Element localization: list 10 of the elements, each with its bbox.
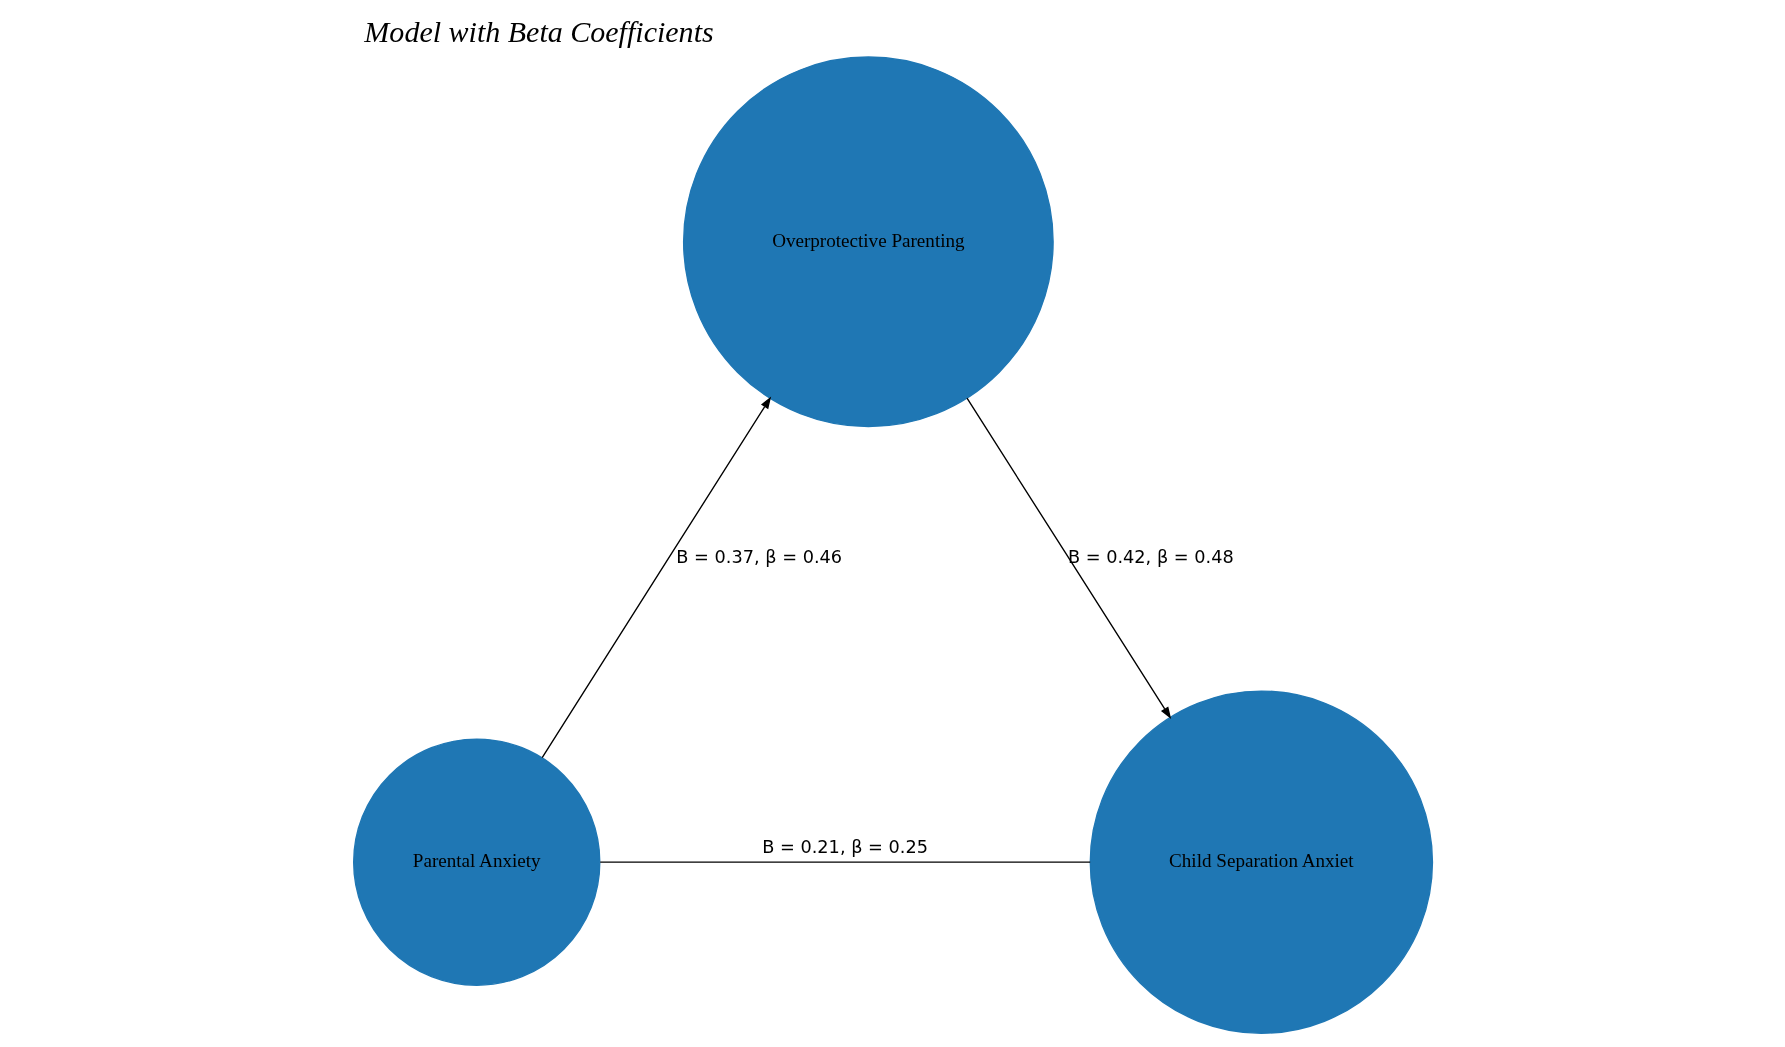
edge-label: B = 0.42, β = 0.48 bbox=[1067, 547, 1234, 568]
node-circle: Parental Anxiety bbox=[352, 738, 600, 986]
diagram-title: Model with Beta Coefficients bbox=[363, 14, 714, 48]
arrow bbox=[965, 397, 1171, 720]
node-circle: Child Separation Anxiet bbox=[1089, 690, 1433, 1034]
connector bbox=[599, 861, 1091, 863]
node-circle: Overprotective Parenting bbox=[682, 56, 1054, 428]
edge-label: B = 0.21, β = 0.25 bbox=[761, 837, 928, 858]
edge-label: B = 0.37, β = 0.46 bbox=[675, 547, 842, 568]
arrow bbox=[541, 396, 771, 759]
